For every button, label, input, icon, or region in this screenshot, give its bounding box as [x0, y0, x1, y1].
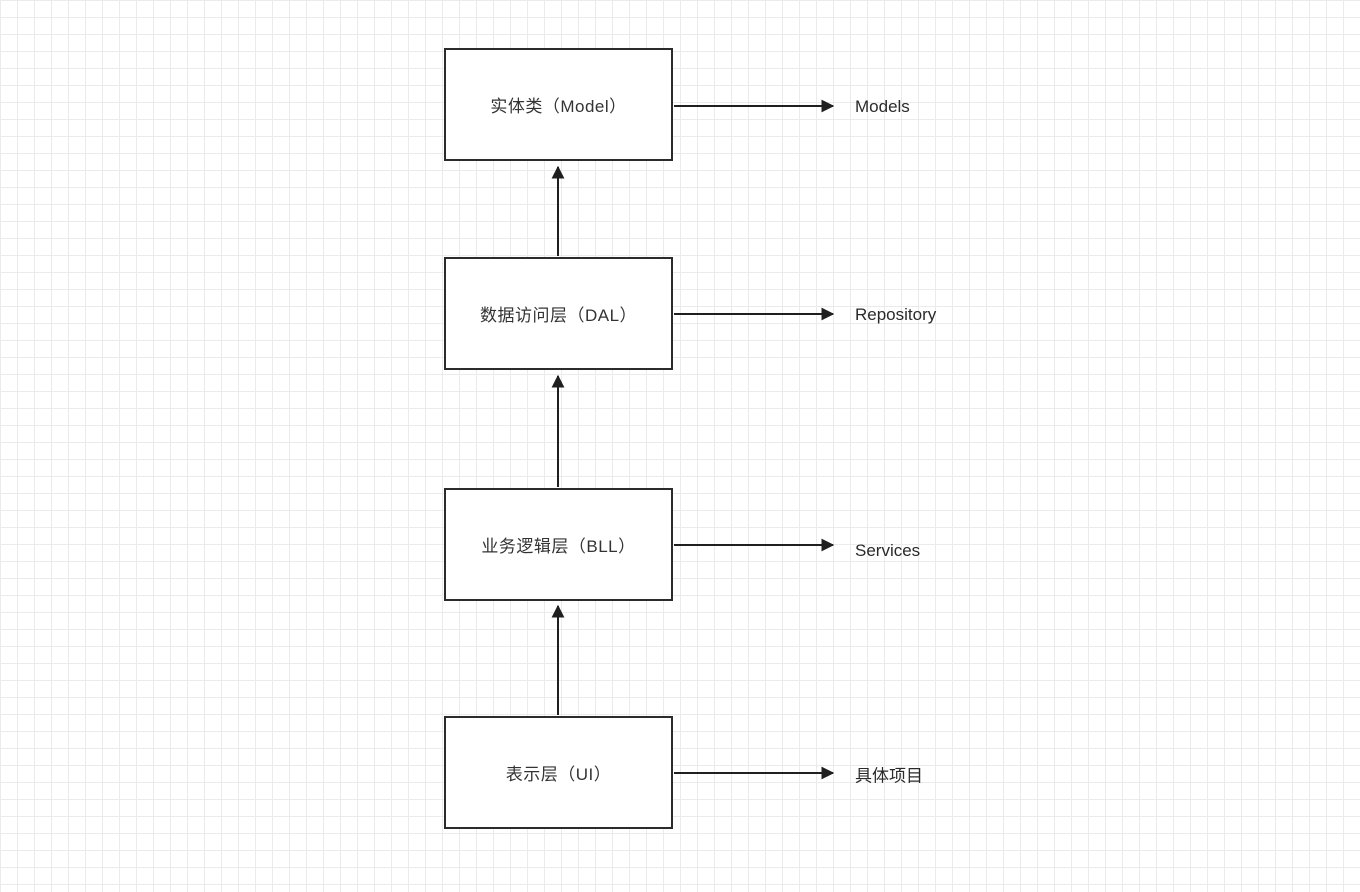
- annotation-project: 具体项目: [855, 766, 923, 786]
- node-ui-label: 表示层（UI）: [505, 765, 612, 784]
- node-model-label: 实体类（Model）: [490, 97, 627, 116]
- annotation-services: Services: [855, 541, 921, 560]
- node-dal[interactable]: 数据访问层（DAL）: [444, 257, 673, 370]
- node-model[interactable]: 实体类（Model）: [444, 48, 673, 161]
- node-ui[interactable]: 表示层（UI）: [444, 716, 673, 829]
- node-bll-label: 业务逻辑层（BLL）: [481, 537, 636, 556]
- node-dal-label: 数据访问层（DAL）: [479, 306, 638, 325]
- annotation-repository: Repository: [855, 305, 937, 324]
- annotation-models: Models: [855, 97, 910, 116]
- node-bll[interactable]: 业务逻辑层（BLL）: [444, 488, 673, 601]
